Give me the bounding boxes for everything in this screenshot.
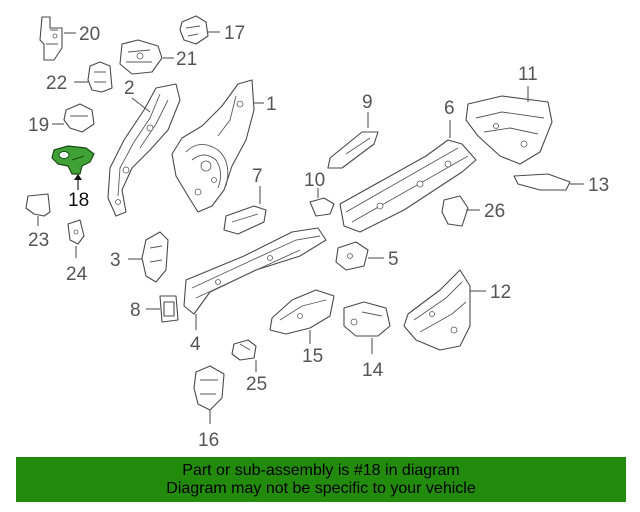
callout-16: 16	[198, 430, 219, 451]
callout-18: 18	[68, 190, 89, 211]
part-18-highlighted	[51, 145, 95, 175]
part-11	[465, 95, 553, 165]
callout-19: 19	[28, 115, 49, 136]
callout-8: 8	[130, 300, 141, 321]
callout-25: 25	[246, 374, 267, 395]
part-7	[223, 205, 267, 235]
callout-23: 23	[28, 230, 49, 251]
callout-26: 26	[484, 201, 505, 222]
callout-6: 6	[444, 98, 455, 119]
part-5	[335, 241, 369, 271]
part-6	[339, 139, 477, 233]
callout-15: 15	[302, 346, 323, 367]
callout-21: 21	[176, 49, 197, 70]
callout-4: 4	[190, 334, 201, 355]
part-13	[513, 173, 571, 191]
footer-line-1: Part or sub-assembly is #18 in diagram	[182, 462, 460, 479]
callout-11: 11	[518, 64, 538, 85]
part-4	[183, 227, 327, 315]
callout-14: 14	[362, 360, 384, 381]
part-1	[171, 79, 255, 213]
part-22	[87, 61, 113, 93]
part-26	[441, 195, 469, 227]
part-9	[327, 131, 379, 169]
callout-20: 20	[79, 24, 100, 45]
callout-24: 24	[66, 264, 88, 285]
footer-line-2: Diagram may not be specific to your vehi…	[166, 480, 476, 497]
part-8	[159, 295, 179, 323]
callout-13: 13	[588, 175, 609, 196]
part-19	[63, 103, 95, 133]
part-21	[119, 39, 163, 75]
parts-diagram: 20 17 21 22 19 18	[25, 15, 609, 451]
part-3	[141, 231, 169, 283]
part-25	[231, 339, 257, 361]
part-10	[309, 197, 335, 217]
callout-17: 17	[224, 23, 245, 44]
part-20	[39, 16, 63, 61]
callout-9: 9	[362, 92, 373, 113]
part-2	[107, 83, 181, 217]
part-12	[403, 269, 471, 351]
callout-10: 10	[304, 170, 325, 191]
part-14	[343, 301, 391, 337]
part-24	[67, 219, 85, 245]
footer-banner: Part or sub-assembly is #18 in diagram D…	[16, 457, 626, 502]
callout-2: 2	[124, 78, 135, 99]
callout-12: 12	[490, 282, 511, 303]
part-16	[193, 365, 225, 411]
part-23	[25, 193, 51, 217]
callout-22: 22	[46, 73, 67, 94]
part-17	[179, 15, 209, 45]
callout-1: 1	[266, 94, 277, 115]
callout-7: 7	[252, 166, 263, 187]
callout-5: 5	[388, 249, 399, 270]
part-15	[269, 289, 335, 335]
callout-3: 3	[110, 250, 121, 271]
